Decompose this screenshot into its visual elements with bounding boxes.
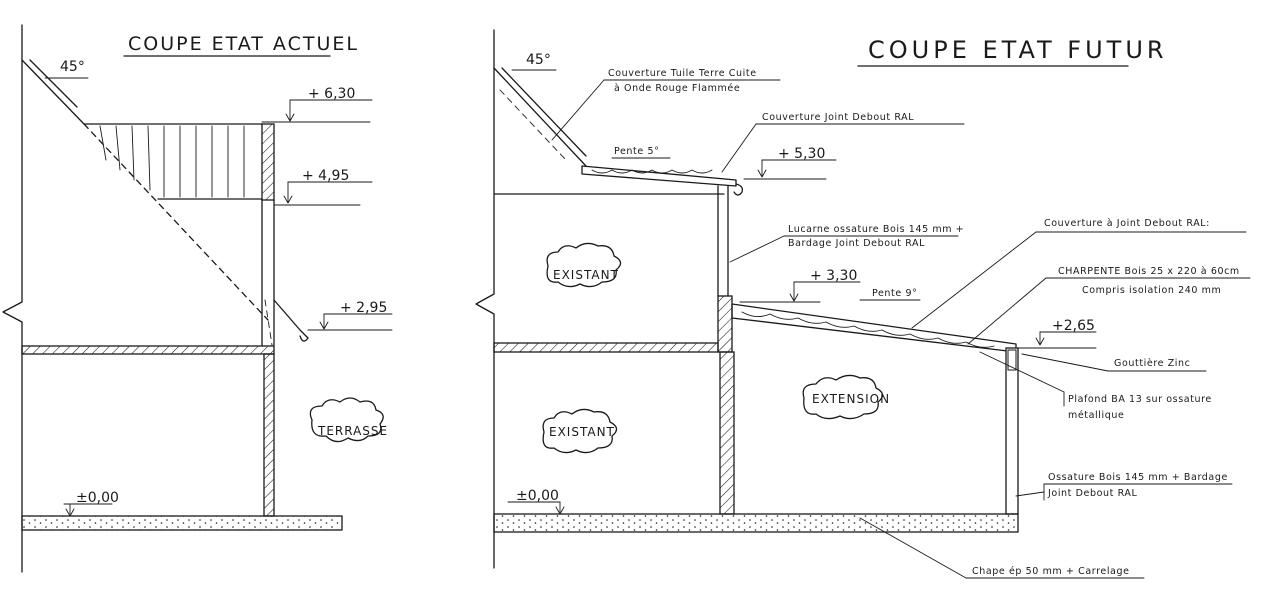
annotation-wall-frame: Ossature Bois 145 mm + Bardage Joint Deb… (1015, 472, 1233, 501)
existing-section-title: COUPE ETAT ACTUEL (128, 33, 359, 55)
svg-text:métallique: métallique (1068, 410, 1124, 421)
svg-text:Ossature Bois 145 mm + Bardage: Ossature Bois 145 mm + Bardage (1048, 472, 1228, 483)
level-marker: + 2,95 (307, 300, 393, 331)
floor-slab (21, 345, 275, 355)
annotation-screed: Chape ép 50 mm + Carrelage (859, 517, 1145, 579)
gutter (299, 335, 309, 342)
room-label-terrasse: TERRASSE (309, 397, 388, 443)
pitched-roof (21, 59, 263, 125)
svg-text:+ 4,95: + 4,95 (302, 168, 349, 184)
dormer-gutter (733, 183, 744, 196)
party-wall (475, 29, 495, 569)
annotation-structure: CHARPENTE Bois 25 x 220 à 60cm Compris i… (967, 266, 1251, 345)
svg-text:Couverture à Joint Debout RAL:: Couverture à Joint Debout RAL: (1044, 218, 1210, 229)
lower-wall-hatched (263, 353, 275, 517)
svg-text:à Onde Rouge Flammée: à Onde Rouge Flammée (614, 83, 740, 94)
ground-slab (493, 513, 1019, 533)
svg-text:Couverture Joint Debout RAL: Couverture Joint Debout RAL (762, 112, 914, 123)
svg-text:+ 5,30: + 5,30 (778, 146, 825, 162)
svg-text:EXISTANT: EXISTANT (553, 268, 619, 282)
level-marker: ±0,00 (63, 490, 119, 517)
level-marker: + 4,95 (273, 168, 373, 206)
svg-text:CHARPENTE Bois 25 x 220 à 60cm: CHARPENTE Bois 25 x 220 à 60cm (1058, 266, 1240, 277)
svg-text:+ 2,95: + 2,95 (340, 300, 387, 316)
svg-text:+ 6,30: + 6,30 (308, 86, 355, 102)
hidden-roof-line (83, 123, 269, 321)
svg-text:Couverture Tuile Terre Cuite: Couverture Tuile Terre Cuite (608, 68, 757, 79)
existing-section: COUPE ETAT ACTUEL 45° (2, 24, 393, 573)
level-marker: + 3,30 (739, 268, 861, 303)
annotation-dormer-roof: Couverture Joint Debout RAL (721, 112, 965, 173)
extension-roof (731, 303, 1017, 353)
level-marker: +2,65 (1017, 318, 1097, 349)
annotation-roof-tiles: Couverture Tuile Terre Cuite à Onde Roug… (551, 68, 781, 141)
future-section: COUPE ETAT FUTUR 45° EXISTANT (475, 29, 1251, 579)
level-marker: ±0,00 (507, 488, 565, 515)
svg-text:+2,65: +2,65 (1052, 318, 1095, 334)
annotation-extension-roof: Couverture à Joint Debout RAL: (911, 218, 1247, 329)
slope-label-dormer: Pente 5° (614, 146, 659, 157)
future-section-title: COUPE ETAT FUTUR (868, 36, 1168, 64)
level-marker: + 5,30 (743, 146, 837, 180)
party-wall (2, 24, 23, 573)
room-label-existing-lower: EXISTANT (542, 408, 618, 454)
annotation-gutter: Gouttière Zinc (1021, 353, 1207, 372)
roof-rafters (99, 125, 245, 198)
svg-text:EXTENSION: EXTENSION (812, 392, 890, 406)
svg-text:TERRASSE: TERRASSE (317, 424, 388, 438)
existing-wall-hatched (717, 295, 733, 353)
level-marker: + 6,30 (261, 86, 373, 123)
svg-text:Chape ép 50 mm + Carrelage: Chape ép 50 mm + Carrelage (972, 566, 1130, 577)
lean-to-roof (273, 299, 309, 339)
svg-text:Compris isolation 240 mm: Compris isolation 240 mm (1082, 285, 1221, 296)
svg-text:±0,00: ±0,00 (516, 488, 559, 504)
annotation-dormer-frame: Lucarne ossature Bois 145 mm + Bardage J… (729, 224, 964, 263)
lower-wall-hatched (719, 351, 735, 515)
svg-text:Bardage Joint Debout RAL: Bardage Joint Debout RAL (788, 238, 925, 249)
room-label-extension: EXTENSION (802, 374, 890, 420)
room-label-existing-upper: EXISTANT (546, 242, 622, 288)
svg-text:+ 3,30: + 3,30 (810, 268, 857, 284)
svg-text:Gouttière Zinc: Gouttière Zinc (1114, 358, 1190, 369)
roof-angle-label: 45° (526, 52, 551, 68)
floor-slab (493, 342, 719, 353)
annotation-ceiling: Plafond BA 13 sur ossature métallique (979, 351, 1212, 421)
svg-text:Lucarne ossature Bois 145 mm +: Lucarne ossature Bois 145 mm + (788, 224, 964, 235)
roof-angle-label: 45° (60, 59, 85, 75)
extension-wall (1005, 347, 1019, 515)
slope-label-extension: Pente 9° (872, 288, 917, 299)
dormer-roof (581, 165, 737, 187)
upper-wall-hatched (261, 123, 275, 201)
svg-text:EXISTANT: EXISTANT (549, 425, 615, 439)
svg-text:Joint Debout RAL: Joint Debout RAL (1047, 488, 1138, 499)
svg-text:±0,00: ±0,00 (76, 490, 119, 506)
ground-slab (21, 515, 343, 531)
svg-text:Plafond BA 13 sur ossature: Plafond BA 13 sur ossature (1068, 394, 1212, 405)
